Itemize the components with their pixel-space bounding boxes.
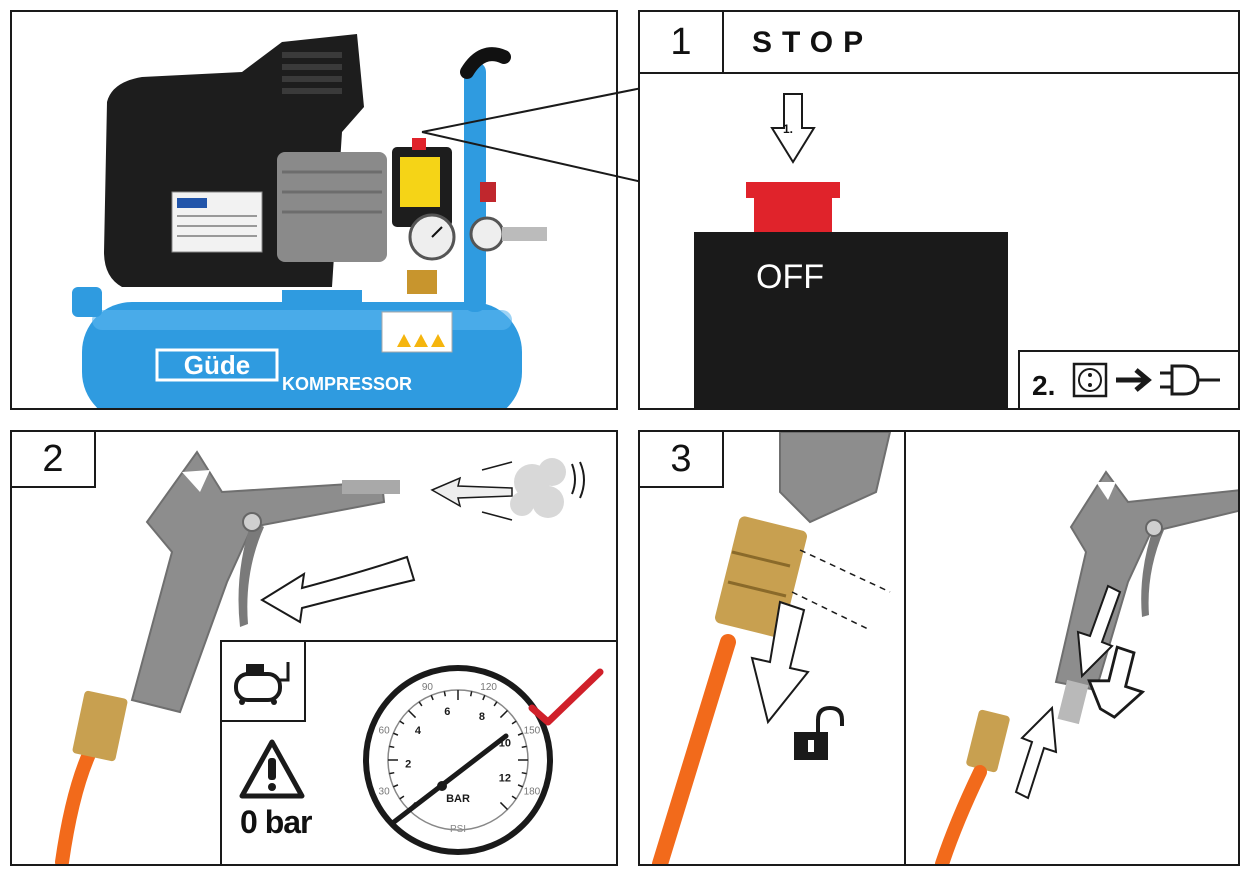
gauge-tick xyxy=(469,691,473,697)
gauge-tick xyxy=(393,732,399,736)
pressure-check-box xyxy=(220,640,616,864)
model-text: KOMPRESSOR xyxy=(282,374,412,394)
warning-icon xyxy=(239,739,305,799)
gauge-tick xyxy=(430,695,434,701)
blow-gun-nozzle xyxy=(342,480,400,494)
stop-button-cap xyxy=(746,182,840,198)
gauge-tick xyxy=(499,801,509,811)
gauge-psi-tick-label: 120 xyxy=(480,682,497,693)
zoom-callout-lines xyxy=(421,87,643,183)
gauge-tick xyxy=(389,745,395,749)
gauge-psi-tick-label: 30 xyxy=(379,787,391,798)
gauge-tick xyxy=(399,720,405,725)
air-hose xyxy=(55,745,97,864)
blow-gun-trigger xyxy=(238,520,264,627)
gauge-tick xyxy=(511,720,517,725)
unplug-instruction-box xyxy=(1018,350,1238,408)
gauge-tick xyxy=(389,771,395,775)
gauge-bar-tick-label: 4 xyxy=(415,725,422,737)
gauge-tick xyxy=(407,709,417,719)
gauge-needle xyxy=(391,733,509,825)
switch-housing xyxy=(694,232,1008,408)
step-1-panel: 1 STOP 1. OFF 2. xyxy=(638,10,1240,410)
blow-gun-illustration xyxy=(55,450,585,864)
gauge-tick xyxy=(443,691,447,697)
gauge-tick xyxy=(399,795,405,800)
compressor-photo-panel: Güde KOMPRESSOR xyxy=(10,10,618,410)
step-3-panel: 3 xyxy=(638,430,1240,866)
compressor-icon xyxy=(234,662,290,705)
gauge-psi-tick-label: 60 xyxy=(379,725,391,736)
gauge-tick xyxy=(493,701,498,707)
gauge-psi-tick-label: 90 xyxy=(422,682,434,693)
gauge-bar-tick-label: 12 xyxy=(499,772,511,784)
reconnect-illustration xyxy=(935,470,1238,864)
gauge-bar-tick-label: 6 xyxy=(444,706,450,718)
gauge-tick xyxy=(393,784,399,788)
gauge-psi-unit: PSI xyxy=(450,824,466,835)
gauge-tick xyxy=(511,795,517,800)
pull-down-arrow-icon xyxy=(750,600,810,725)
power-socket-icon xyxy=(1072,362,1108,398)
brass-coupling xyxy=(72,690,128,762)
gauge-bar-tick-label: 8 xyxy=(479,711,485,723)
gauge-tick xyxy=(521,771,527,775)
unlock-icon xyxy=(794,705,844,760)
squeeze-trigger-arrow-icon xyxy=(260,555,416,624)
gauge-bar-tick-label: 2 xyxy=(405,759,411,771)
step-3-divider xyxy=(904,432,906,864)
power-plug-icon xyxy=(1160,364,1220,396)
compressor-icon-box xyxy=(220,640,306,722)
step-2-unplug-label: 2. xyxy=(1032,370,1056,401)
connect-arrow-up-icon xyxy=(1076,584,1122,679)
gauge-psi-tick-label: 180 xyxy=(524,787,541,798)
gauge-tick xyxy=(418,701,423,707)
step-2-panel: 2 xyxy=(10,430,618,866)
disconnect-illustration xyxy=(652,432,892,864)
pump-cylinder xyxy=(277,152,387,262)
off-label: OFF xyxy=(756,258,824,296)
gauge-bar-unit: BAR xyxy=(446,793,470,805)
connect-arrow-down-icon xyxy=(1014,705,1058,800)
air-hose-3 xyxy=(652,634,736,864)
gauge-tick xyxy=(517,784,523,788)
air-hose-3b xyxy=(935,765,987,864)
gauge-psi-tick-label: 150 xyxy=(524,725,541,736)
gauge-tick xyxy=(517,732,523,736)
compressor-illustration: Güde KOMPRESSOR xyxy=(72,34,547,408)
quick-coupling-3 xyxy=(966,709,1010,773)
stop-button-body xyxy=(754,198,832,234)
step-number-2: 2 xyxy=(12,432,96,488)
gauge-tick xyxy=(521,745,527,749)
stop-button-photo xyxy=(412,138,426,150)
brand-logo-text: Güde xyxy=(184,350,250,380)
step-1-push-label: 1. xyxy=(783,122,794,136)
gauge-tick xyxy=(482,695,486,701)
step-number-1: 1 xyxy=(640,12,724,74)
step-1-header-divider xyxy=(724,72,1238,74)
gauge-tick xyxy=(499,709,509,719)
push-down-arrow-icon xyxy=(770,93,816,164)
zero-bar-label: 0 bar xyxy=(240,804,312,840)
step-number-3: 3 xyxy=(640,432,724,488)
red-checkmark-icon xyxy=(528,668,604,726)
stop-title: STOP xyxy=(752,26,874,59)
arrow-right-icon xyxy=(1116,368,1152,392)
air-cloud xyxy=(510,458,566,518)
